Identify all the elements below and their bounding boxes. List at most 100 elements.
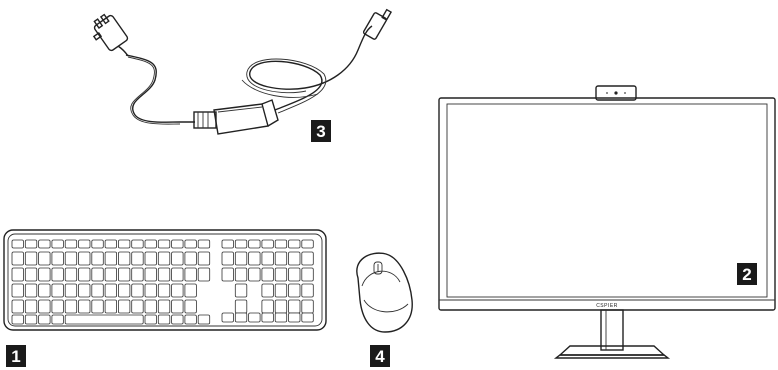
keyboard-key — [39, 315, 51, 324]
item-badge-3: 3 — [311, 120, 331, 142]
keyboard-key — [235, 284, 247, 297]
keyboard-key — [158, 252, 170, 265]
keyboard-key — [52, 240, 64, 248]
keyboard-key — [262, 313, 274, 322]
svg-text:2: 2 — [742, 265, 751, 284]
keyboard-illustration — [4, 230, 326, 330]
keyboard-key — [172, 284, 184, 297]
keyboard-key — [132, 284, 144, 297]
monitor-brand-label: CSPIER — [596, 303, 618, 309]
keyboard-key — [302, 240, 314, 248]
svg-text:3: 3 — [316, 122, 325, 141]
keyboard-key — [249, 252, 261, 265]
keyboard-key — [262, 252, 274, 265]
keyboard-key — [185, 268, 197, 281]
dc-jack-icon — [363, 10, 391, 40]
keyboard-key — [105, 300, 117, 313]
keyboard-key — [12, 315, 24, 324]
keyboard-key — [39, 300, 51, 313]
adapter-brick-icon — [194, 100, 278, 134]
keyboard-key — [172, 252, 184, 265]
uk-plug-icon — [93, 14, 128, 56]
mouse-illustration — [357, 253, 412, 332]
keyboard-key — [222, 252, 234, 265]
keyboard-key — [65, 300, 77, 313]
keyboard-key — [302, 300, 314, 313]
keyboard-key — [132, 268, 144, 281]
keyboard-key — [235, 313, 247, 322]
keyboard-key — [235, 240, 247, 248]
keyboard-key — [145, 300, 157, 313]
keyboard-key — [158, 315, 170, 324]
keyboard-key — [198, 240, 210, 248]
keyboard-key — [275, 240, 287, 248]
keyboard-key — [39, 240, 51, 248]
keyboard-key — [302, 284, 314, 297]
keyboard-key — [118, 300, 129, 313]
item-badge-4: 4 — [370, 345, 390, 367]
keyboard-key — [52, 315, 64, 324]
keyboard-key — [302, 313, 314, 322]
keyboard-key — [92, 252, 104, 265]
keyboard-key — [52, 268, 64, 281]
keyboard-key — [52, 252, 64, 265]
keyboard-key — [145, 284, 157, 297]
keyboard-key — [262, 284, 274, 297]
keyboard-key — [158, 300, 170, 313]
keyboard-key — [275, 252, 287, 265]
keyboard-key — [198, 315, 210, 324]
keyboard-keys — [12, 240, 313, 324]
keyboard-key — [25, 284, 37, 297]
keyboard-key — [289, 268, 301, 281]
keyboard-key — [275, 284, 287, 297]
keyboard-key — [12, 240, 24, 248]
keyboard-key — [92, 240, 104, 248]
keyboard-key — [222, 240, 234, 248]
keyboard-key — [198, 268, 210, 281]
keyboard-key — [289, 240, 301, 248]
keyboard-key — [25, 240, 37, 248]
keyboard-key — [105, 252, 117, 265]
keyboard-key — [275, 300, 287, 313]
keyboard-key — [249, 240, 261, 248]
keyboard-key — [52, 300, 64, 313]
keyboard-key — [39, 284, 51, 297]
keyboard-key — [39, 268, 51, 281]
keyboard-key — [249, 268, 261, 281]
keyboard-key — [118, 252, 129, 265]
keyboard-key — [289, 313, 301, 322]
keyboard-key — [275, 268, 287, 281]
keyboard-key — [185, 300, 197, 313]
keyboard-key — [235, 252, 247, 265]
keyboard-key — [12, 284, 24, 297]
keyboard-key — [92, 268, 104, 281]
keyboard-key — [25, 268, 37, 281]
keyboard-key — [118, 284, 129, 297]
keyboard-key — [145, 315, 157, 324]
keyboard-key — [65, 252, 77, 265]
keyboard-key — [249, 313, 261, 322]
keyboard-key — [118, 240, 129, 248]
keyboard-key — [172, 268, 184, 281]
keyboard-key — [79, 300, 91, 313]
item-badge-1: 1 — [6, 345, 26, 367]
keyboard-key — [25, 252, 37, 265]
monitor-illustration: CSPIER — [439, 86, 775, 358]
keyboard-key — [65, 315, 143, 324]
keyboard-key — [158, 284, 170, 297]
keyboard-key — [132, 300, 144, 313]
keyboard-key — [289, 252, 301, 265]
keyboard-key — [65, 284, 77, 297]
keyboard-key — [105, 240, 117, 248]
keyboard-key — [302, 268, 314, 281]
keyboard-key — [222, 313, 234, 322]
keyboard-key — [105, 284, 117, 297]
keyboard-key — [25, 315, 37, 324]
keyboard-key — [92, 300, 104, 313]
keyboard-key — [105, 268, 117, 281]
keyboard-key — [275, 313, 287, 322]
keyboard-key — [235, 268, 247, 281]
keyboard-key — [118, 268, 129, 281]
keyboard-key — [79, 268, 91, 281]
